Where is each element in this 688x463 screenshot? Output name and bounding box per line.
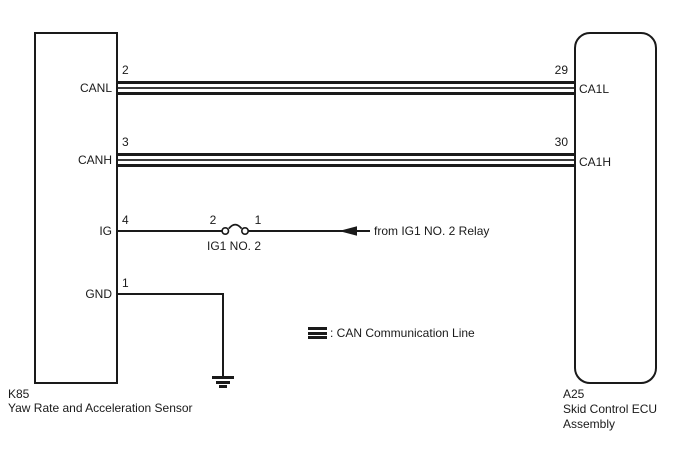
ecu-pin-number-ca1l: 29 <box>554 63 568 77</box>
sensor-code: K85 <box>8 387 30 401</box>
ecu-pin-label-ca1l: CA1L <box>579 82 610 96</box>
arrow-left-icon <box>339 226 357 236</box>
yaw-rate-sensor-box <box>34 32 118 384</box>
skid-control-ecu-box <box>574 32 657 384</box>
legend-text: : CAN Communication Line <box>330 326 475 340</box>
ecu-name-line1: Skid Control ECU <box>563 402 658 416</box>
sensor-pin-number-gnd: 1 <box>122 276 129 290</box>
sensor-pin-label-canh: CANH <box>77 153 112 167</box>
fuse-pin-number-right: 1 <box>254 213 262 227</box>
fuse-icon <box>221 223 250 236</box>
sensor-pin-number-canl: 2 <box>122 63 129 77</box>
canh-wire <box>118 153 574 167</box>
fuse-label: IG1 NO. 2 <box>206 239 262 253</box>
ig-wire <box>118 223 370 236</box>
ecu-pin-number-ca1h: 30 <box>554 135 568 149</box>
ecu-name-line2: Assembly <box>563 417 616 431</box>
sensor-pin-number-ig: 4 <box>122 213 129 227</box>
gnd-wire-horizontal <box>118 293 224 295</box>
sensor-name: Yaw Rate and Acceleration Sensor <box>8 401 193 415</box>
sensor-pin-label-canl: CANL <box>79 81 112 95</box>
sensor-pin-number-canh: 3 <box>122 135 129 149</box>
gnd-wire-vertical <box>222 293 224 377</box>
sensor-pin-label-gnd: GND <box>85 287 112 301</box>
can-line-icon <box>308 327 327 339</box>
canl-wire <box>118 81 574 95</box>
ecu-pin-label-ca1h: CA1H <box>579 155 612 169</box>
ecu-code: A25 <box>563 387 585 401</box>
ig-source-note: from IG1 NO. 2 Relay <box>374 224 490 238</box>
sensor-pin-label-ig: IG <box>99 224 112 238</box>
fuse-pin-number-left: 2 <box>209 213 217 227</box>
